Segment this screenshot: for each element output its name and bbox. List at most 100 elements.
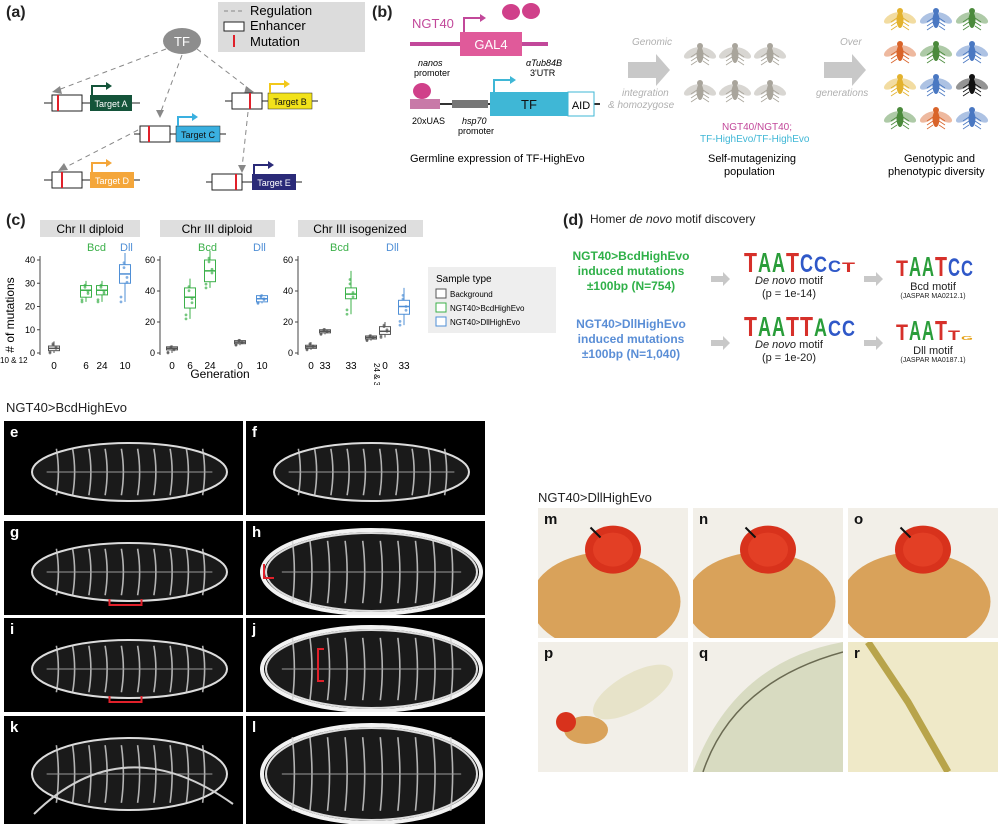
bcd-denovo-caption: De novo motif (p = 1e-14)	[755, 275, 823, 300]
logo-letter: C	[961, 257, 973, 282]
box-background	[48, 341, 60, 355]
x-tick-label: 6	[83, 361, 89, 372]
box-ngtdllhighevo	[398, 287, 410, 327]
logo-letter: A	[909, 251, 921, 282]
panel-letter: n	[699, 511, 709, 528]
panel-a-diagram: Regulation Enhancer Mutation TF Target A…	[44, 2, 365, 191]
legend-enhancer-text: Enhancer	[250, 18, 306, 33]
box-background	[365, 334, 377, 342]
panel-letter: i	[10, 621, 15, 638]
y-axis-label: # of mutations	[3, 277, 17, 352]
logo-letter: C	[800, 249, 813, 277]
y-tick-label: 0	[288, 348, 293, 358]
box-ngtbcdhighevo	[204, 250, 216, 290]
panel-b-diagram: NGT40 GAL4 nanos promoter αTub84B 3'UTR …	[410, 3, 989, 178]
svg-text:Dll: Dll	[386, 242, 399, 254]
tf-node	[163, 28, 201, 54]
fly-gray	[753, 43, 787, 66]
box-background	[379, 322, 391, 339]
logo-letter: A	[772, 247, 785, 278]
logo-letter: A	[758, 247, 771, 278]
target-e-text: Target E	[257, 178, 291, 188]
y-tick-label: 20	[283, 317, 293, 327]
logo-letter: C	[814, 253, 827, 278]
legend-enhancer-box	[223, 21, 245, 32]
regulation-arrowheads	[52, 86, 254, 173]
panel-letter: o	[854, 511, 864, 528]
box-background	[319, 328, 331, 336]
x-tick-label: 6	[187, 361, 193, 372]
fly-photo-n: n	[693, 508, 843, 638]
box-ngtdllhighevo	[119, 253, 131, 304]
facet-title-3: Chr III isogenized	[313, 222, 406, 236]
ngt40-label: NGT40	[412, 16, 454, 31]
x-tick-label: 33	[398, 361, 410, 372]
logo-letter: A	[909, 315, 921, 346]
logo-letter: C	[828, 317, 841, 342]
dll-ref-caption: Dll motif (JASPAR MA0187.1)	[900, 345, 966, 364]
svg-text:NGT40/NGT40;: NGT40/NGT40;	[722, 122, 792, 133]
fly-colored	[883, 8, 917, 31]
legend-mutation-text: Mutation	[250, 34, 300, 49]
target-b-box	[267, 92, 313, 110]
legend-regulation-text: Regulation	[250, 3, 312, 18]
svg-text:Genotypic and: Genotypic and	[904, 153, 975, 165]
fly-photo-m: m	[538, 508, 688, 638]
y-tick-label: 20	[145, 317, 155, 327]
aid-text: AID	[572, 100, 590, 112]
panel-letter: k	[10, 719, 19, 736]
panel-letter: q	[699, 645, 709, 662]
y-tick-label: 40	[145, 286, 155, 296]
fly-colored	[955, 8, 989, 31]
x-axis-label: Generation	[190, 367, 249, 381]
aid-box	[567, 91, 595, 117]
microscopy-panel-j: j	[246, 618, 485, 712]
target-c-box	[175, 125, 221, 143]
svg-text:Bcd: Bcd	[198, 242, 217, 254]
logo-letter: C	[948, 253, 960, 281]
y-tick-label: 0	[30, 348, 35, 358]
svg-text:Background: Background	[450, 290, 493, 299]
caption-left: Germline expression of TF-HighEvo	[410, 153, 585, 165]
panel-c-boxplots: Chr II diploid Chr III diploid Chr III i…	[0, 220, 556, 385]
logo-letter: T	[948, 327, 960, 343]
fly-colored	[883, 107, 917, 130]
x-tick-label: 0	[308, 361, 314, 372]
svg-text:NGT40>BcdHighEvo: NGT40>BcdHighEvo	[450, 304, 525, 313]
target-a-box	[90, 95, 132, 111]
target-d-text: Target D	[95, 176, 130, 186]
box-ngtbcdhighevo	[345, 270, 357, 316]
logo-letter: T	[935, 251, 947, 282]
logo-letter: T	[896, 321, 908, 346]
box-background	[166, 345, 178, 355]
x-tick-label: 10 & 12	[0, 356, 28, 365]
logo-letter: T	[744, 247, 757, 278]
svg-text:Dll: Dll	[253, 242, 266, 254]
tf-node-text: TF	[174, 34, 190, 49]
legend-title: Sample type	[436, 274, 492, 285]
microscopy-panel-l: l	[246, 716, 485, 824]
utr-text: 3'UTR	[530, 68, 556, 78]
logo-letter: A	[758, 311, 771, 342]
panel-letter: p	[544, 645, 554, 662]
microscopy-panel-f: f	[246, 421, 485, 515]
y-tick-label: 40	[283, 286, 293, 296]
gal4-text: GAL4	[474, 37, 507, 52]
panel-letter: h	[252, 524, 262, 541]
tf-box-text: TF	[521, 97, 537, 112]
fly-photo-o: o	[848, 508, 998, 638]
target-c-text: Target C	[181, 130, 216, 140]
panel-a-label: (a)	[6, 4, 26, 21]
logo-letter: G	[961, 335, 973, 341]
panel-letter: f	[252, 424, 257, 441]
tub-text: αTub84B	[526, 58, 562, 68]
x-tick-label: 24	[96, 361, 108, 372]
fly-colored	[955, 107, 989, 130]
svg-text:Genomic: Genomic	[632, 37, 672, 48]
fly-photo-p: p	[538, 642, 688, 772]
panel-letter: e	[10, 424, 19, 441]
dll-denovo-caption: De novo motif (p = 1e-20)	[755, 339, 823, 364]
y-tick-label: 30	[25, 278, 35, 288]
